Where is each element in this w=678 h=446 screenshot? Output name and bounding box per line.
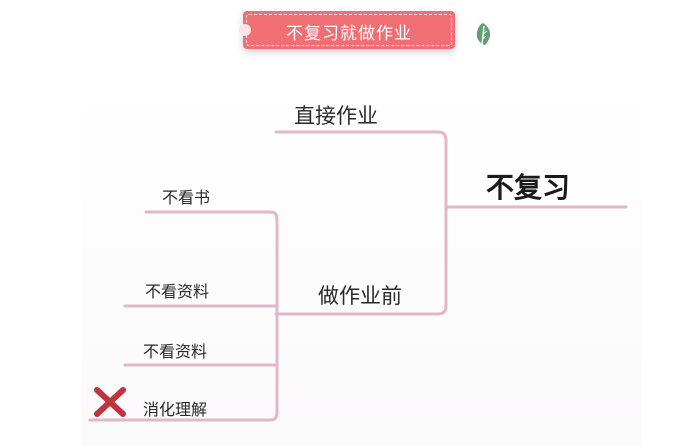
mindmap-paper: [82, 80, 642, 446]
leaf-bracket: [88, 210, 279, 422]
root-node: 不复习: [486, 171, 571, 204]
leaf-no-book: 不看书: [162, 188, 211, 207]
branch-before-homework: 做作业前: [318, 284, 402, 308]
cross-icon: [94, 387, 126, 417]
banner-pin-dot: [239, 24, 251, 36]
banner-title: 不复习就做作业: [286, 24, 412, 44]
title-banner: 不复习就做作业: [239, 11, 455, 49]
leaf-no-material: 不看资料: [145, 282, 210, 301]
leaf-no-material-repeat: 不看资料: [143, 342, 208, 361]
root-branch-bracket: [274, 130, 448, 316]
branch-direct-homework: 直接作业: [294, 104, 378, 128]
leaf-digest-understand: 消化理解: [143, 400, 208, 419]
leaf-icon: [476, 23, 491, 46]
